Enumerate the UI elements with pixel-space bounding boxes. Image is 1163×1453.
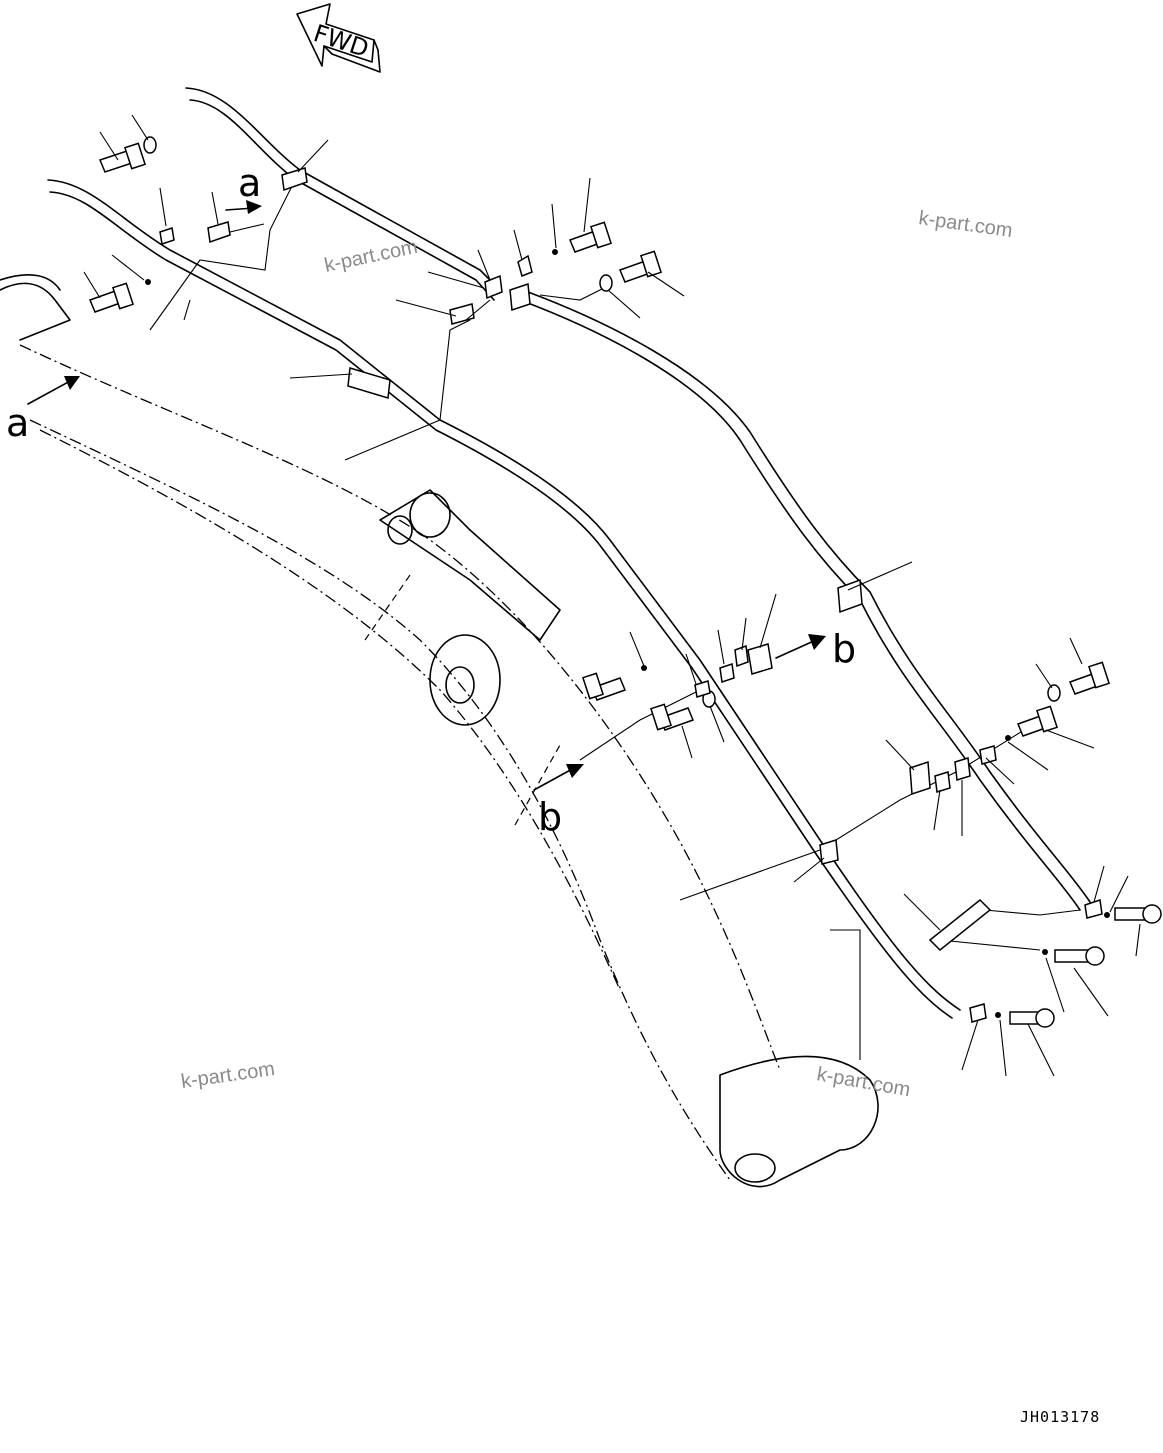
spring-washer-icon — [145, 249, 1110, 1018]
bolt-icon — [581, 672, 626, 701]
bolt-icon — [569, 221, 613, 253]
clamp-tie-lines — [149, 169, 1081, 1060]
detail-marker-a-left: a — [6, 401, 29, 445]
bolt-icon — [619, 250, 663, 283]
clamp-icon — [159, 167, 1103, 1023]
fwd-label: FWD — [310, 19, 372, 63]
bolt-icon — [649, 703, 694, 731]
detail-marker-b-right: b — [832, 627, 856, 671]
detail-marker-a-top: a — [238, 161, 261, 205]
bolt-icon — [1069, 661, 1111, 695]
detail-marker-b-lower: b — [538, 795, 562, 839]
drawing-code: JH013178 — [1020, 1408, 1100, 1426]
bolt-icon — [1017, 705, 1059, 737]
bolt-icon — [1009, 1008, 1055, 1028]
watermark: k-part.com — [180, 1058, 277, 1093]
watermark: k-part.com — [815, 1063, 912, 1101]
hardware-parts — [89, 136, 1162, 1028]
detail-arrow-icon — [27, 200, 826, 791]
fwd-arrow-icon: FWD — [296, 3, 381, 73]
bolt-icon — [98, 142, 147, 173]
bolt-icon — [1114, 904, 1162, 924]
watermark: k-part.com — [917, 207, 1014, 242]
bolt-icon — [89, 282, 135, 313]
leader-lines — [83, 114, 1141, 1077]
bolt-icon — [1054, 946, 1105, 966]
watermark: k-part.com — [322, 236, 419, 277]
boom-outline — [19, 344, 879, 1188]
